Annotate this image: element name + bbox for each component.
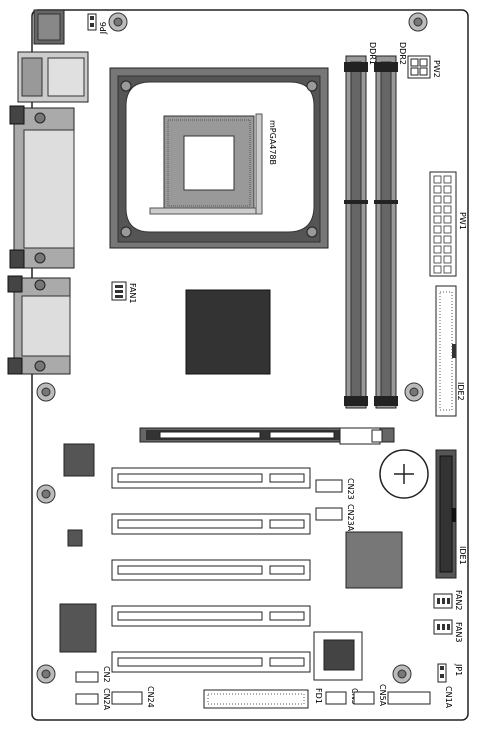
mounting-holes <box>36 12 428 684</box>
cn24-label: CN24 <box>146 686 155 708</box>
cmos-battery <box>379 449 429 499</box>
pw1-pin <box>433 245 442 254</box>
fan2-connector: FAN2 <box>433 590 463 610</box>
pw1-pin <box>433 175 442 184</box>
jp6-jumper: JP6 <box>87 13 108 35</box>
pw1-pin <box>443 245 452 254</box>
pci-slot <box>111 559 311 581</box>
cn1a-label: CN1A <box>444 686 453 709</box>
cn23-label: CN23 <box>346 478 355 500</box>
cn24-header: CN24 <box>111 686 155 708</box>
chip <box>59 603 97 653</box>
cn23a-header: CN23A <box>315 504 355 532</box>
mounting-hole <box>408 12 428 32</box>
pci-slot <box>111 605 311 627</box>
fan1-connector: FAN1 <box>111 281 137 303</box>
pw1-pin <box>443 235 452 244</box>
pw1-connector: PW1 <box>429 171 467 277</box>
pw1-pin <box>433 185 442 194</box>
parallel-port <box>9 105 75 269</box>
mounting-hole <box>404 382 424 402</box>
pw1-pin <box>433 215 442 224</box>
cn2a-label: CN2A <box>102 688 111 711</box>
pci-slots <box>111 467 311 673</box>
cn1a-header: CN1A <box>387 686 453 709</box>
fd1-connector: FD1 <box>203 688 323 709</box>
pw1-pin <box>443 195 452 204</box>
pci-slot <box>111 651 311 673</box>
pw1-pin <box>443 185 452 194</box>
mounting-hole <box>36 382 56 402</box>
cn2a-header: CN2A <box>75 688 111 711</box>
ide2-label: IDE2 <box>456 382 465 401</box>
pw1-pin <box>443 265 452 274</box>
pw1-pin <box>443 215 452 224</box>
mounting-hole <box>36 664 56 684</box>
ddr1-slot: DDR1 <box>344 42 377 409</box>
cpu-socket: mPGA478B <box>109 67 329 249</box>
pw2-connector: PW2 <box>407 55 441 79</box>
fan3-label: FAN3 <box>454 622 463 642</box>
fan1-label: FAN1 <box>128 283 137 303</box>
mounting-hole <box>392 664 412 684</box>
pw1-pin <box>433 265 442 274</box>
serial-port <box>7 275 71 375</box>
cn5a-label: CN5A <box>378 684 387 707</box>
ide2-connector: IDE2 <box>435 285 465 417</box>
chip <box>63 443 95 477</box>
agp-slot <box>139 427 395 445</box>
pw1-pin <box>433 195 442 204</box>
pw1-pin <box>433 225 442 234</box>
pw1-pin <box>443 225 452 234</box>
ide1-connector: IDE1 <box>435 449 467 579</box>
fan2-label: FAN2 <box>454 590 463 610</box>
pw1-label: PW1 <box>458 212 467 230</box>
socket-label: mPGA478B <box>268 120 277 165</box>
fd1-label: FD1 <box>314 688 323 704</box>
pw1-pin <box>443 175 452 184</box>
cn2-header: CN2 <box>75 666 111 683</box>
cn2-label: CN2 <box>102 666 111 683</box>
pw1-pin <box>433 235 442 244</box>
pw1-pin <box>443 255 452 264</box>
pw1-pin <box>433 255 442 264</box>
bios-chip <box>313 631 363 681</box>
jp6-label: JP6 <box>99 22 108 35</box>
pci-slot <box>111 467 311 489</box>
mounting-hole <box>108 12 128 32</box>
ddr2-label: DDR2 <box>398 42 407 65</box>
ide1-label: IDE1 <box>458 546 467 565</box>
cn5a-header: CN5A <box>353 684 387 707</box>
cn23a-label: CN23A <box>346 504 355 532</box>
pw2-label: PW2 <box>432 60 441 78</box>
cn23-header: CN23 <box>315 478 355 500</box>
pw1-pin <box>443 205 452 214</box>
northbridge-chip <box>185 289 271 375</box>
ps2-usb-connector <box>17 9 89 103</box>
mounting-hole <box>36 484 56 504</box>
jp1-jumper: JP1 <box>437 663 463 683</box>
fan3-connector: FAN3 <box>433 619 463 642</box>
ddr2-slot: DDR2 <box>374 42 407 409</box>
jp1-label: JP1 <box>454 663 463 676</box>
ddr1-label: DDR1 <box>368 42 377 65</box>
southbridge-chip <box>345 531 403 589</box>
pw1-pin <box>433 205 442 214</box>
pci-slot <box>111 513 311 535</box>
chip <box>67 529 83 547</box>
